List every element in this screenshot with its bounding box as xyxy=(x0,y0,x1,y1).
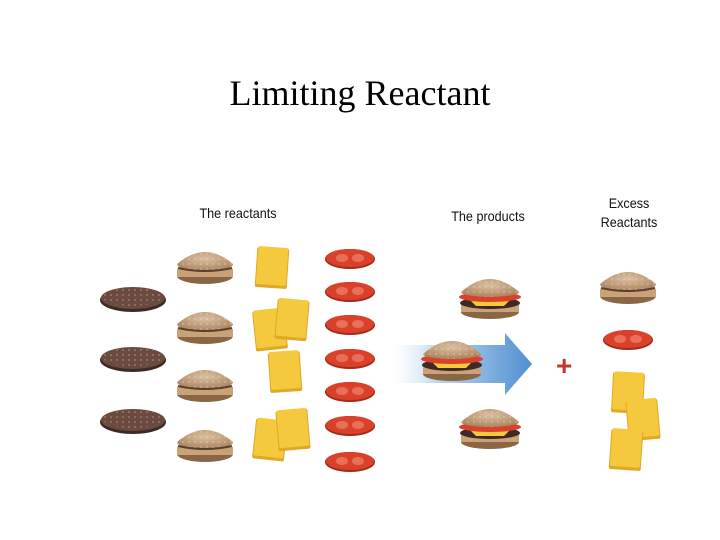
reactants-label: The reactants xyxy=(199,205,277,221)
reactant-cheese xyxy=(252,246,311,462)
tomato-slice-2 xyxy=(325,282,375,302)
slide-title: Limiting Reactant xyxy=(229,73,491,113)
excess-bun-1 xyxy=(600,272,656,304)
reactant-tomatoes xyxy=(325,249,375,472)
excess-tomato-1 xyxy=(603,330,653,350)
products-label: The products xyxy=(451,208,525,224)
tomato-slice-4 xyxy=(325,349,375,369)
cheeseburger-1 xyxy=(459,279,521,319)
bun-2 xyxy=(177,312,233,344)
cheese-slice-4 xyxy=(267,350,303,393)
tomato-slice-1 xyxy=(325,249,375,269)
cheese-slice-3 xyxy=(274,297,310,342)
excess-label-line2: Reactants xyxy=(600,214,658,230)
excess-label-line1: Excess xyxy=(608,195,650,211)
patty-3 xyxy=(100,409,166,434)
reactant-buns xyxy=(177,252,233,462)
tomato-slice-6 xyxy=(325,416,375,436)
cheese-slice-1 xyxy=(254,246,290,289)
cheeseburger-2 xyxy=(421,341,483,381)
product-cheeseburgers xyxy=(421,279,521,449)
tomato-slice-5 xyxy=(325,382,375,402)
cheese-slice-6 xyxy=(275,407,311,452)
excess-cheese-3 xyxy=(608,428,644,471)
bun-3 xyxy=(177,370,233,402)
tomato-slice-7 xyxy=(325,452,375,472)
excess-reactants-label: Excess Reactants xyxy=(589,194,670,232)
reactant-patties xyxy=(100,287,166,434)
bun-1 xyxy=(177,252,233,284)
excess-reactants xyxy=(600,272,661,471)
plus-sign: + xyxy=(556,350,573,381)
bun-4 xyxy=(177,430,233,462)
patty-1 xyxy=(100,287,166,312)
tomato-slice-3 xyxy=(325,315,375,335)
cheeseburger-3 xyxy=(459,409,521,449)
patty-2 xyxy=(100,347,166,372)
